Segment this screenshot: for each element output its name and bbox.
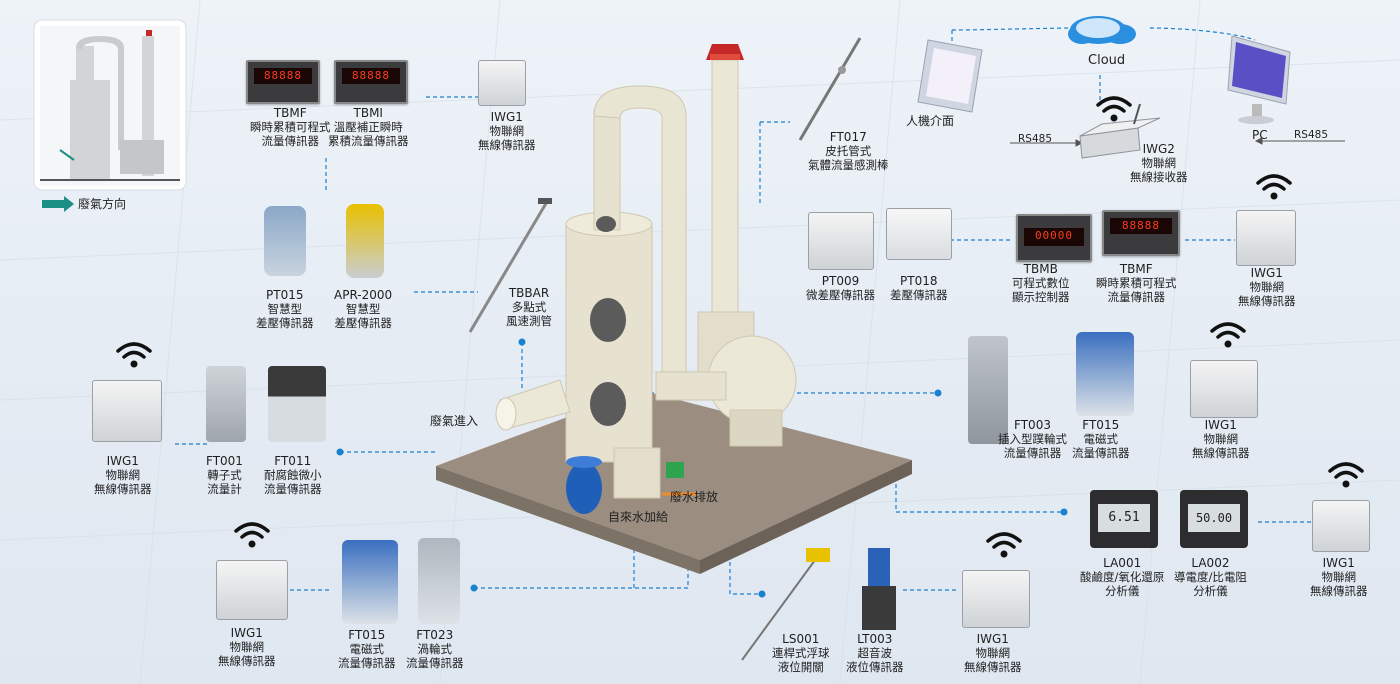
- rs485-left-label: RS485: [1018, 133, 1053, 145]
- apr2000-transmitter: [346, 204, 384, 278]
- tbmi-display: 88888: [342, 68, 400, 84]
- tbmb-display: 00000: [1024, 228, 1084, 246]
- rs485-right-label: RS485: [1294, 129, 1329, 141]
- iwg1-right2-unit: [1190, 360, 1258, 418]
- hmi-label: 人機介面: [906, 114, 955, 128]
- pt015-transmitter: [264, 206, 306, 276]
- ls001-float: [741, 548, 830, 661]
- tbmb-meter: 00000: [1016, 214, 1092, 262]
- iwg1-top-unit: [478, 60, 526, 106]
- iwg2-router: [1079, 103, 1161, 159]
- iwg1-far-right-unit: [1312, 500, 1370, 552]
- lt003-ultrasonic: [862, 548, 896, 630]
- legend-label: 廢氣方向: [78, 197, 127, 211]
- pt018-unit: [886, 208, 952, 260]
- iwg1-left-unit: [92, 380, 162, 442]
- tbmf-top-meter: 88888: [246, 60, 320, 104]
- wifi-icon: [1256, 174, 1292, 200]
- pc-monitor: [1227, 35, 1291, 124]
- ft011-sensor: [268, 366, 326, 442]
- platform-side: [700, 460, 912, 574]
- la001-display: 6.51: [1098, 504, 1150, 532]
- tbmi-meter: 88888: [334, 60, 408, 104]
- tbbar-probe: [468, 198, 552, 333]
- platform-front: [436, 466, 700, 574]
- wifi-icon: [1328, 462, 1364, 488]
- tbmf-top-display: 88888: [254, 68, 312, 84]
- wifi-icon: [986, 532, 1022, 558]
- ft023-sensor: [418, 538, 460, 624]
- ft015-bottom-sensor: [342, 540, 398, 624]
- waste-water-label: 廢水排放: [670, 490, 719, 504]
- hmi-tablet: [917, 39, 983, 113]
- dashed-links: [175, 27, 1312, 595]
- la002-analyzer: 50.00: [1180, 490, 1248, 548]
- iwg1-bottom-left-unit: [216, 560, 288, 620]
- wifi-icon: [1210, 322, 1246, 348]
- tbmf-right-meter: 88888: [1102, 210, 1180, 256]
- pc-label: PC: [1252, 128, 1268, 142]
- iwg1-right1-unit: [1236, 210, 1296, 266]
- ft017-probe: [798, 37, 862, 141]
- scrubber-model: [495, 44, 797, 514]
- ft003-sensor: [968, 336, 1008, 444]
- water-supply-label: 自來水加給: [608, 510, 669, 524]
- ft001-meter: [206, 366, 246, 442]
- iwg1-bottom-unit: [962, 570, 1030, 628]
- legend-arrow: [42, 196, 74, 212]
- la002-display: 50.00: [1188, 504, 1240, 532]
- link-dots: [336, 338, 1068, 598]
- cloud-label: Cloud: [1088, 53, 1126, 68]
- tbmf-right-display: 88888: [1110, 218, 1172, 234]
- wifi-icon: [1096, 96, 1132, 122]
- la001-analyzer: 6.51: [1090, 490, 1158, 548]
- wifi-icon: [234, 522, 270, 548]
- ft015-right-sensor: [1076, 332, 1134, 416]
- gas-in-label: 廢氣進入: [430, 414, 479, 428]
- rs485-arrows: [1010, 137, 1345, 147]
- wifi-icon: [116, 342, 152, 368]
- cloud-shape: [1068, 16, 1136, 44]
- inset-panel: [33, 19, 187, 191]
- pt009-unit: [808, 212, 874, 270]
